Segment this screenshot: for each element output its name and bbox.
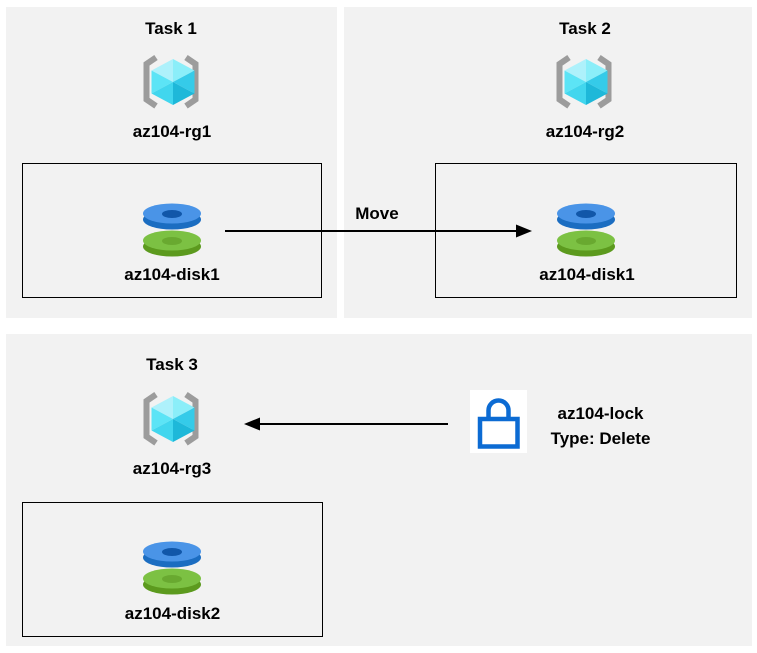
task3-resource-box — [22, 502, 323, 637]
task3-disk-label: az104-disk2 — [124, 604, 221, 623]
lock-icon — [477, 398, 520, 449]
task1-title: Task 1 — [145, 19, 197, 38]
lock-name-label: az104-lock — [557, 404, 644, 423]
task1-panel — [6, 7, 337, 318]
disk-icon — [556, 203, 616, 257]
disk-icon — [142, 203, 202, 257]
lock-tile — [470, 390, 527, 453]
resource-group-icon — [142, 391, 200, 447]
task2-panel — [344, 7, 752, 318]
task2-resource-box — [435, 163, 737, 298]
task3-title: Task 3 — [146, 355, 198, 374]
resource-group-icon — [142, 54, 200, 110]
lock-arrow — [243, 416, 449, 432]
task3-resource-group-label: az104-rg3 — [132, 459, 212, 478]
disk-icon — [142, 541, 202, 595]
lock-caption: az104-lock Type: Delete — [528, 401, 673, 451]
resource-group-icon — [555, 54, 613, 110]
lock-type-label: Type: Delete — [550, 429, 651, 448]
move-arrow — [225, 222, 533, 240]
task3-panel — [6, 334, 752, 646]
task2-disk-label: az104-disk1 — [539, 265, 635, 284]
task2-resource-group-label: az104-rg2 — [545, 122, 625, 141]
task2-title: Task 2 — [559, 19, 611, 38]
task1-disk-label: az104-disk1 — [124, 265, 220, 284]
task1-resource-group-label: az104-rg1 — [132, 122, 212, 141]
move-arrow-label: Move — [355, 204, 399, 223]
